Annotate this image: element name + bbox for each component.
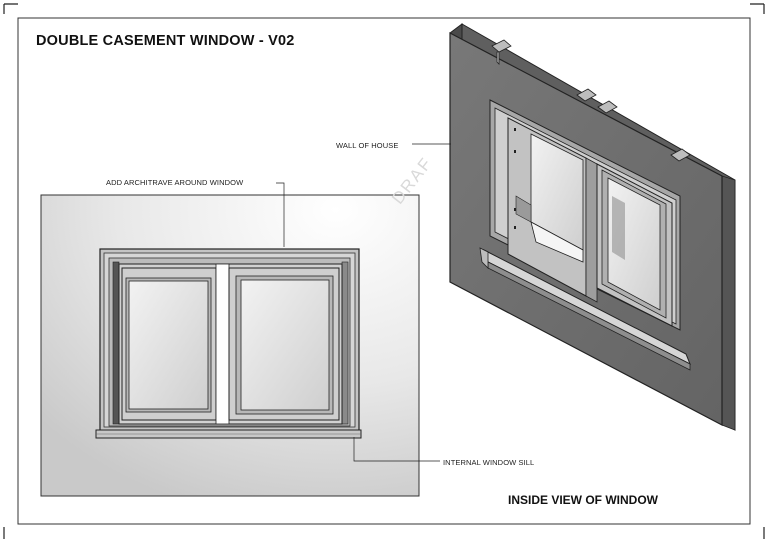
hinge-marks xyxy=(514,128,516,229)
drawing-title: DOUBLE CASEMENT WINDOW - V02 xyxy=(36,33,295,49)
callout-architrave: ADD ARCHITRAVE AROUND WINDOW xyxy=(106,178,244,187)
callout-wall-of-house: WALL OF HOUSE xyxy=(336,141,399,150)
leader-architrave xyxy=(276,182,285,247)
right-casement-sash xyxy=(228,267,340,421)
iso-open-casement xyxy=(530,221,584,263)
callout-internal-sill: INTERNAL WINDOW SILL xyxy=(443,458,535,467)
left-glass-pane xyxy=(128,280,209,410)
inside-elevation xyxy=(40,194,420,497)
view-caption: INSIDE VIEW OF WINDOW xyxy=(508,493,658,507)
drawing-border xyxy=(17,17,751,525)
right-glass-pane xyxy=(240,279,330,411)
iso-mullion xyxy=(585,157,598,303)
mullion-gap xyxy=(215,263,230,425)
leader-lines xyxy=(276,143,451,462)
leader-sill xyxy=(353,437,440,462)
top-joists xyxy=(491,39,691,162)
crop-marks xyxy=(3,3,765,539)
isometric-view xyxy=(449,23,736,431)
left-casement-sash xyxy=(121,267,217,421)
